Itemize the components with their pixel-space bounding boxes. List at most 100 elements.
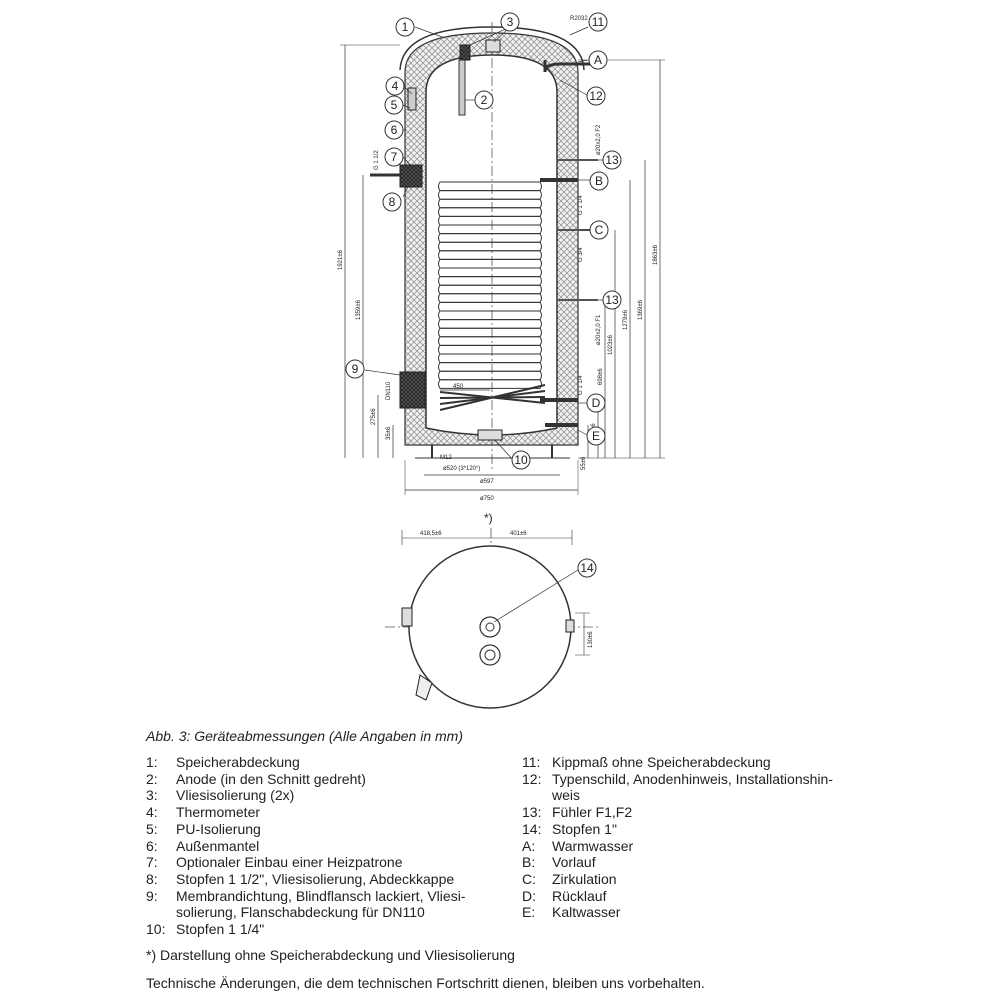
legend-key: 14: bbox=[522, 820, 542, 837]
callout-13-bottom: 13 bbox=[605, 293, 619, 307]
callout-3: 3 bbox=[507, 15, 514, 29]
legend-item: 4:Thermometer bbox=[146, 804, 506, 821]
legend-item: 7:Optionaler Einbau einer Heizpatrone bbox=[146, 854, 506, 871]
dim-450: 450 bbox=[453, 384, 464, 390]
callout-12: 12 bbox=[589, 89, 603, 103]
dim-418: 418,5±6 bbox=[420, 531, 442, 537]
legend-key: 4: bbox=[146, 804, 158, 821]
legend-text: Fühler F1,F2 bbox=[552, 804, 633, 821]
legend-item: 8: Stopfen 1 1/2", Vliesisolierung, Abdec… bbox=[146, 871, 506, 888]
legend-key: 1: bbox=[146, 754, 158, 770]
legend-key: 11: bbox=[522, 754, 541, 770]
dim-1359: 1359±6 bbox=[356, 299, 362, 320]
legend-text: PU-Isolierung bbox=[176, 820, 261, 837]
asterisk-mark: *) bbox=[484, 511, 493, 525]
legend-text: Stopfen 1 1/4" bbox=[176, 921, 265, 938]
heating-coil bbox=[438, 181, 546, 411]
dim-698: 698±6 bbox=[598, 368, 604, 385]
callout-c: C bbox=[595, 223, 604, 237]
legend-text: Anode (in den Schnitt gedreht) bbox=[176, 770, 366, 787]
dim-597: ø597 bbox=[480, 479, 494, 485]
callout-9: 9 bbox=[352, 362, 359, 376]
legend-item: B:Vorlauf bbox=[522, 854, 882, 871]
dim-m12: M12 bbox=[440, 455, 452, 461]
legend-key bbox=[522, 787, 552, 804]
callout-1: 1 bbox=[402, 20, 409, 34]
callout-13-top: 13 bbox=[605, 153, 619, 167]
legend-key: 5: bbox=[146, 820, 158, 837]
callout-11: 11 bbox=[592, 15, 605, 29]
dim-130: 130±6 bbox=[588, 631, 594, 648]
legend-item: 11: Kippmaß ohne Speicherabdeckung bbox=[522, 754, 882, 771]
dim-55: 55±6 bbox=[581, 456, 587, 470]
legend-item: 13:Fühler F1,F2 bbox=[522, 804, 882, 821]
dim-750: ø750 bbox=[480, 496, 494, 502]
dim-1279: 1279±6 bbox=[623, 309, 629, 330]
dim-g3-4: G 3/4 bbox=[578, 247, 584, 262]
callout-5: 5 bbox=[391, 98, 398, 112]
legend-item: solierung, Flanschabdeckung für DN110 bbox=[146, 904, 506, 921]
legend-text: Typenschild, Anodenhinweis, Installation… bbox=[552, 770, 833, 787]
dim-f2: ø20x2,0 F2 bbox=[596, 124, 602, 155]
dim-401: 401±6 bbox=[510, 531, 527, 537]
callout-6: 6 bbox=[391, 123, 398, 137]
dim-r2032: R2032 bbox=[570, 16, 588, 22]
figure-caption: Abb. 3: Geräteabmessungen (Alle Angaben … bbox=[146, 728, 463, 744]
callout-d: D bbox=[592, 396, 601, 410]
legend-text: weis bbox=[552, 787, 581, 804]
legend-key: 10: bbox=[146, 921, 166, 938]
legend-item: 1:Speicherabdeckung bbox=[146, 754, 506, 771]
callout-4: 4 bbox=[392, 79, 399, 93]
callout-10: 10 bbox=[514, 453, 528, 467]
legend-item: 10: Stopfen 1 1/4" bbox=[146, 921, 506, 938]
callout-8: 8 bbox=[389, 195, 396, 209]
flange-dn110 bbox=[399, 371, 426, 409]
legend-text: Membrandichtung, Blindflansch lackiert, … bbox=[176, 887, 466, 904]
legend-item: 12: Typenschild, Anodenhinweis, Installat… bbox=[522, 771, 882, 788]
side-section-view bbox=[340, 22, 665, 495]
dim-1369: 1369±6 bbox=[638, 299, 644, 320]
legend-item: 14: Stopfen 1" bbox=[522, 821, 882, 838]
legend-key: D: bbox=[522, 887, 536, 904]
legend-text: Optionaler Einbau einer Heizpatrone bbox=[176, 854, 403, 871]
legend-item: C: Zirkulation bbox=[522, 871, 882, 888]
legend-item: E:Kaltwasser bbox=[522, 904, 882, 921]
legend-item: A: Warmwasser bbox=[522, 838, 882, 855]
legend-text: Zirkulation bbox=[552, 870, 617, 887]
inner-tank bbox=[425, 54, 558, 436]
legend-key: 9: bbox=[146, 887, 158, 904]
dim-g1-1-4b: G 1 1/4 bbox=[578, 375, 584, 395]
legend-item: 9: Membrandichtung, Blindflansch lackiert… bbox=[146, 888, 506, 905]
legend-key: A: bbox=[522, 837, 536, 854]
legend-text: Warmwasser bbox=[552, 837, 634, 854]
dim-520: ø520 (3*120°) bbox=[443, 466, 480, 472]
coil-return bbox=[439, 391, 546, 404]
legend-item: D: Rücklauf bbox=[522, 888, 882, 905]
callout-b: B bbox=[595, 174, 603, 188]
technical-drawing: R2032 1921±6 1359±6 275±6 35±6 G 1 1/2 1… bbox=[338, 12, 665, 709]
dim-1023: 1023±6 bbox=[608, 334, 614, 355]
dim-g1-1-4: G 1 1/4 bbox=[578, 195, 584, 215]
legend-text: Stopfen 1 1/2", Vliesisolierung, Abdeckk… bbox=[176, 870, 455, 887]
legend-key: 8: bbox=[146, 870, 158, 887]
legend-key bbox=[146, 904, 176, 921]
coil-turn bbox=[438, 379, 542, 389]
legend-text: Stopfen 1" bbox=[552, 820, 617, 837]
dim-dn110: DN110 bbox=[386, 381, 392, 400]
dim-f1: ø20x2,0 F1 bbox=[596, 314, 602, 345]
side-dimension-labels: R2032 1921±6 1359±6 275±6 35±6 G 1 1/2 1… bbox=[338, 16, 659, 502]
legend-key: 12: bbox=[522, 770, 542, 787]
legend-right: 11: Kippmaß ohne Speicherabdeckung 12: Type… bbox=[522, 754, 882, 921]
legend-text: Kippmaß ohne Speicherabdeckung bbox=[552, 754, 771, 770]
legend-key: C: bbox=[522, 870, 536, 887]
legend-text: Rücklauf bbox=[552, 887, 607, 904]
top-view bbox=[385, 528, 600, 709]
legend-item: 5: PU-Isolierung bbox=[146, 821, 506, 838]
legend-key: 6: bbox=[146, 837, 158, 854]
legend-text: solierung, Flanschabdeckung für DN110 bbox=[176, 904, 425, 921]
dim-1863: 1863±6 bbox=[653, 244, 659, 265]
dim-1921: 1921±6 bbox=[338, 249, 344, 270]
technical-note: Technische Änderungen, die dem technisch… bbox=[146, 975, 705, 991]
legend-item: weis bbox=[522, 787, 882, 804]
